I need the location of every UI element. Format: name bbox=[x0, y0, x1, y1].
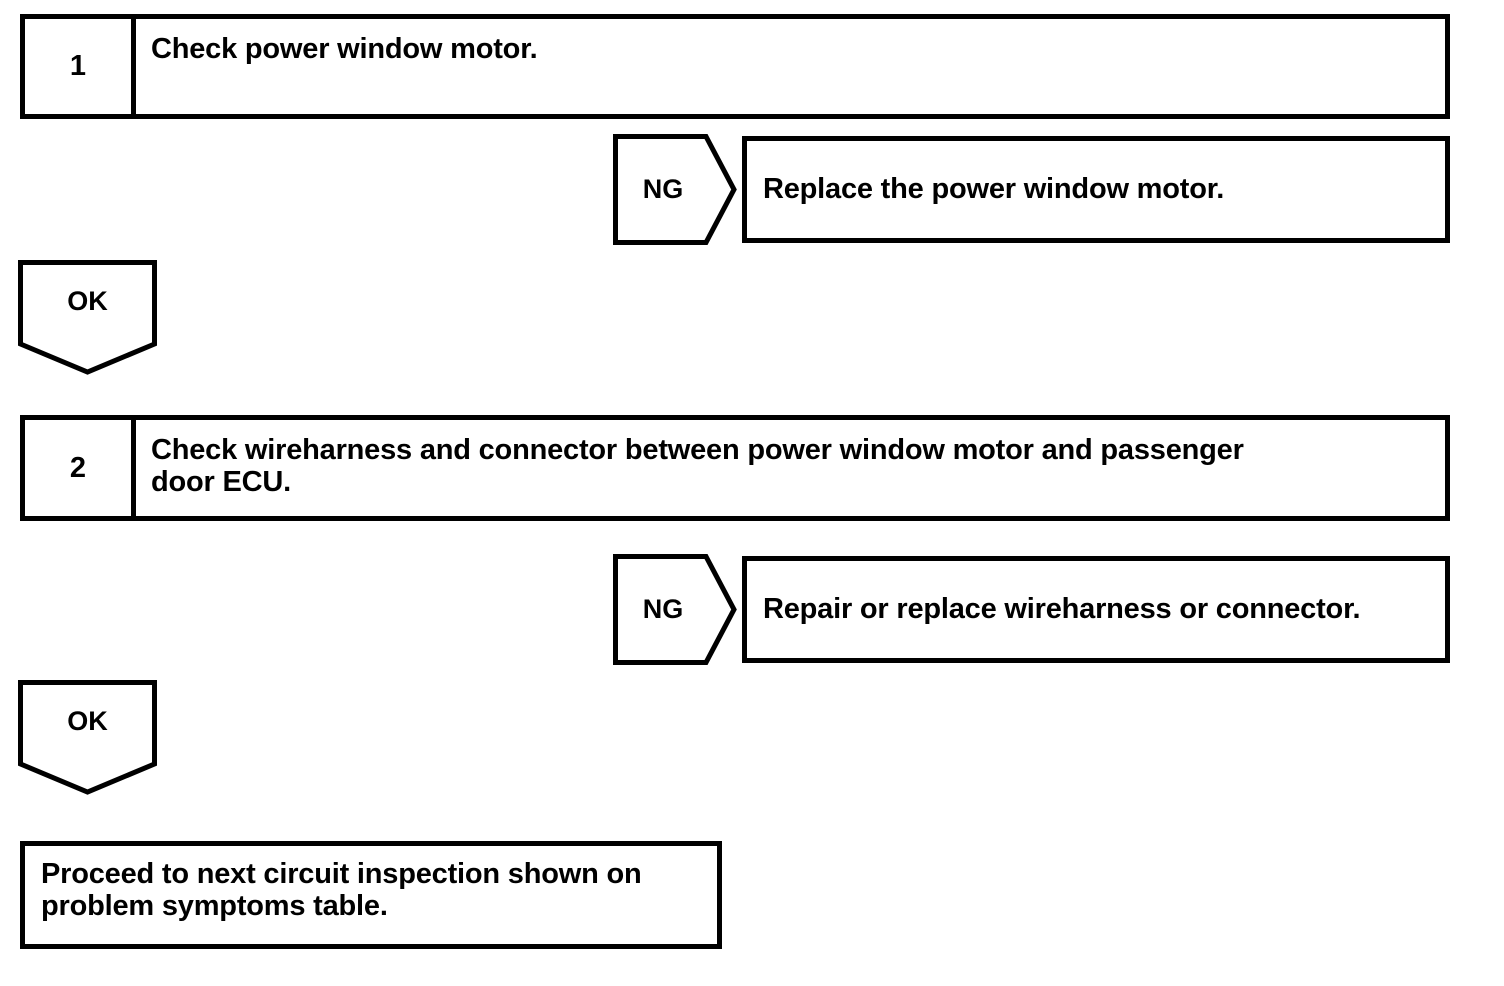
step-1-box: 1 Check power window motor. bbox=[20, 14, 1450, 119]
step-2-box: 2 Check wireharness and connector betwee… bbox=[20, 415, 1450, 521]
ng-result-text-step-2: Repair or replace wireharness or connect… bbox=[763, 593, 1361, 626]
ng-label-step-2: NG bbox=[642, 594, 684, 624]
ng-arrow-step-1: NG bbox=[613, 134, 737, 245]
final-outcome-box: Proceed to next circuit inspection shown… bbox=[20, 841, 722, 949]
ok-arrow-step-1: OK bbox=[18, 260, 157, 375]
ng-result-text-step-1: Replace the power window motor. bbox=[763, 173, 1225, 206]
step-1-number: 1 bbox=[25, 19, 136, 114]
ok-arrow-step-2: OK bbox=[18, 680, 157, 795]
ng-result-box-step-1: Replace the power window motor. bbox=[742, 136, 1450, 243]
ng-result-box-step-2: Repair or replace wireharness or connect… bbox=[742, 556, 1450, 663]
ng-arrow-step-2: NG bbox=[613, 554, 737, 665]
step-1-instruction: Check power window motor. bbox=[151, 33, 538, 65]
ok-label-step-1: OK bbox=[67, 285, 108, 316]
step-2-instruction: Check wireharness and connector between … bbox=[151, 434, 1244, 499]
step-2-number: 2 bbox=[25, 420, 136, 516]
ng-label-step-1: NG bbox=[642, 174, 684, 204]
ok-label-step-2: OK bbox=[67, 705, 108, 736]
final-outcome-text: Proceed to next circuit inspection shown… bbox=[41, 858, 642, 923]
